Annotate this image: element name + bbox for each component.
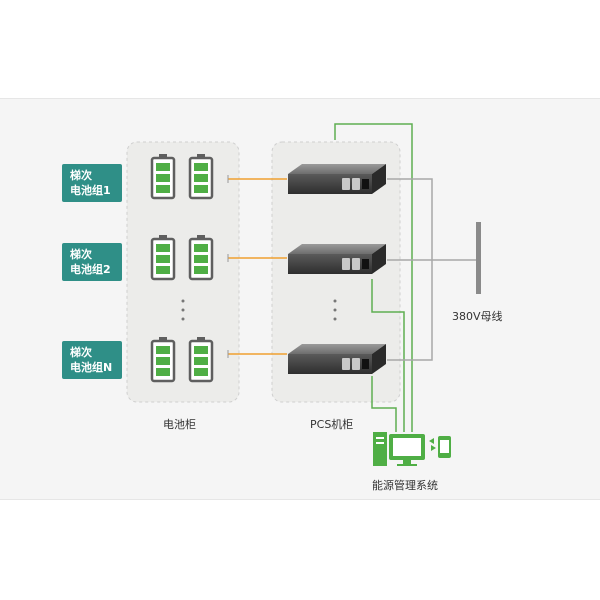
group-tag-line2: 电池组1	[70, 184, 111, 197]
battery-group-2	[150, 235, 214, 281]
battery-cell	[188, 337, 214, 383]
ellipsis-dots-battery	[181, 299, 185, 321]
power-lines	[228, 178, 287, 355]
bus-label: 380V母线	[452, 310, 503, 323]
battery-group-1	[150, 154, 214, 200]
battery-cell	[150, 337, 176, 383]
computer-icon	[373, 432, 425, 466]
ems-label: 能源管理系统	[372, 479, 438, 492]
data-exchange-arrows-icon	[429, 438, 436, 451]
bus-bar	[476, 222, 481, 294]
ac-line-1	[387, 178, 433, 361]
battery-cell	[188, 235, 214, 281]
battery-group-tag-n: 梯次 电池组N	[62, 341, 122, 379]
group-tag-line1: 梯次	[70, 248, 92, 261]
comm-line-top	[334, 123, 413, 432]
comm-line-bottom	[371, 376, 397, 432]
battery-group-n	[150, 337, 214, 383]
pcs-cabinet-label: PCS机柜	[310, 418, 354, 431]
communication-lines	[334, 123, 413, 432]
battery-group-tag-2: 梯次 电池组2	[62, 243, 122, 281]
ac-lines	[387, 178, 478, 361]
phone-icon	[438, 436, 451, 458]
group-tag-line1: 梯次	[70, 346, 92, 359]
ellipsis-dots-pcs	[333, 299, 337, 321]
battery-cell	[150, 154, 176, 200]
group-tag-line2: 电池组N	[70, 361, 113, 374]
battery-cell	[150, 235, 176, 281]
pcs-unit-1	[288, 164, 386, 194]
battery-cabinet-label: 电池柜	[163, 418, 196, 431]
battery-cell	[188, 154, 214, 200]
group-tag-line2: 电池组2	[70, 263, 111, 276]
comm-line-middle	[371, 279, 405, 432]
battery-group-tag-1: 梯次 电池组1	[62, 164, 122, 202]
pcs-unit-n	[288, 344, 386, 374]
group-tag-line1: 梯次	[70, 169, 92, 182]
battery-cabinet-box	[126, 141, 240, 403]
pcs-unit-2	[288, 244, 386, 274]
